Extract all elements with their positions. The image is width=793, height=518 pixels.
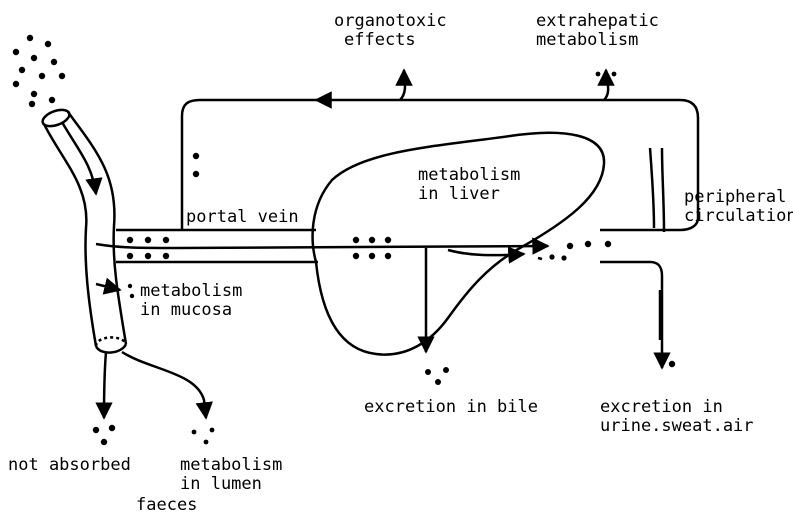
loop-particles (93, 72, 675, 446)
label-organotoxic-line1: organotoxic (334, 12, 447, 31)
label-peripheral-line2: circulation (684, 207, 793, 226)
label-organotoxic-effects: organotoxic effects (334, 12, 447, 50)
label-extrahepatic-metabolism: extrahepatic metabolism (536, 12, 659, 50)
gut-tube (40, 107, 126, 353)
label-urine-line1: excretion in (600, 398, 754, 417)
liver-metabolism-flow (426, 248, 524, 352)
label-metabolism-in-mucosa: metabolism in mucosa (140, 282, 242, 320)
label-portal-vein: portal vein (186, 208, 299, 227)
label-liver-line2: in liver (418, 185, 520, 204)
label-peripheral-circulation: peripheral circulation (684, 188, 793, 226)
label-metabolism-in-liver: metabolism in liver (418, 166, 520, 204)
label-faeces: faeces (136, 496, 197, 515)
label-excretion-in-bile: excretion in bile (364, 398, 538, 417)
label-extrahepatic-line1: extrahepatic (536, 12, 659, 31)
label-organotoxic-line2: effects (334, 31, 447, 50)
label-liver-line1: metabolism (418, 166, 520, 185)
outflow-arrows (96, 70, 608, 418)
label-not-absorbed: not absorbed (8, 456, 131, 475)
label-extrahepatic-line2: metabolism (536, 31, 659, 50)
label-peripheral-line1: peripheral (684, 188, 793, 207)
label-excretion-in-urine: excretion in urine.sweat.air (600, 398, 754, 436)
label-mucosa-line2: in mucosa (140, 301, 242, 320)
label-mucosa-line1: metabolism (140, 282, 242, 301)
label-urine-line2: urine.sweat.air (600, 417, 754, 436)
ingested-particles (13, 35, 65, 107)
label-metabolism-in-lumen: metabolism in lumen (180, 456, 282, 494)
label-lumen-line2: in lumen (180, 475, 282, 494)
label-lumen-line1: metabolism (180, 456, 282, 475)
